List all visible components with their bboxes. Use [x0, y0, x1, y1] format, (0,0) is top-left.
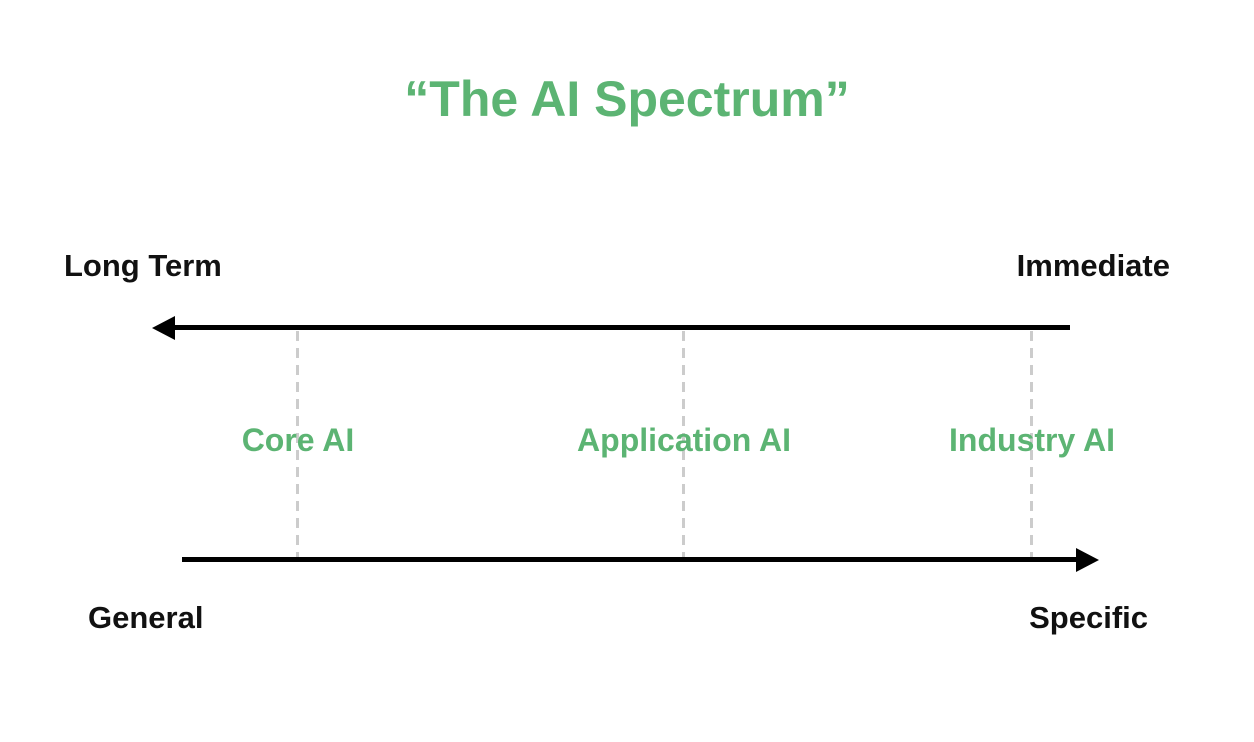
category-label-industry-ai: Industry AI: [949, 422, 1115, 458]
right-arrowhead-icon: [1076, 548, 1099, 572]
top-axis-right-label: Immediate: [1016, 248, 1170, 283]
top-axis-line: [168, 325, 1070, 330]
category-label-core-ai: Core AI: [241, 422, 355, 458]
divider-industry-ai: [1030, 331, 1033, 559]
category-label-application-ai: Application AI: [577, 422, 791, 458]
top-axis-left-label: Long Term: [64, 248, 222, 283]
divider-core-ai: [296, 331, 299, 559]
slide-title: “The AI Spectrum”: [404, 71, 850, 127]
left-arrowhead-icon: [152, 316, 175, 340]
bottom-axis-right-label: Specific: [1029, 600, 1148, 635]
bottom-axis-left-label: General: [88, 600, 204, 635]
bottom-axis-line: [182, 557, 1077, 562]
divider-application-ai: [682, 331, 685, 559]
